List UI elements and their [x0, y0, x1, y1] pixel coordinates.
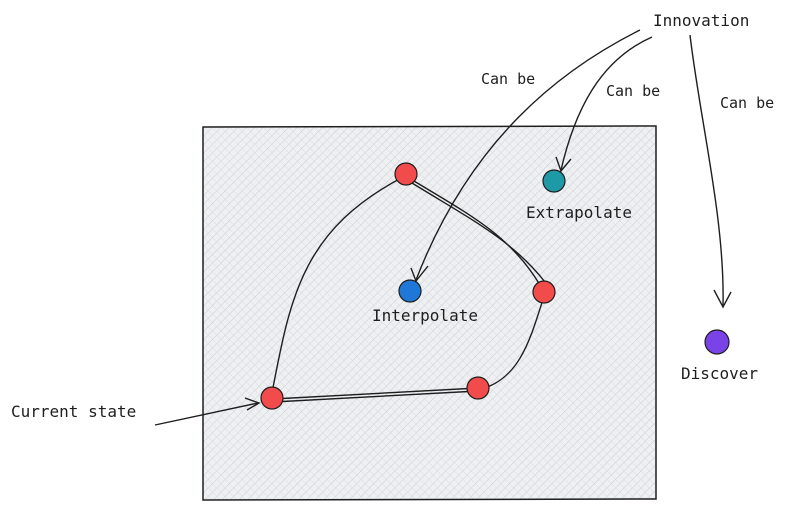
can-be-label-discover: Can be: [720, 94, 774, 112]
arrow-to-interpolate: [415, 29, 641, 281]
interpolate-label: Interpolate: [372, 306, 478, 325]
arrow-to-extrapolate: [560, 36, 653, 171]
interpolate-point: [398, 279, 422, 303]
current-state-point: [260, 386, 284, 410]
innovation-label: Innovation: [653, 11, 749, 30]
can-be-label-interpolate: Can be: [481, 70, 535, 88]
known-space-area: [202, 125, 657, 501]
current-state-arrow: [154, 397, 261, 426]
known-point: [466, 376, 490, 400]
can-be-label-extrapolate: Can be: [606, 82, 660, 100]
extrapolate-point: [542, 169, 566, 193]
discover-label: Discover: [681, 364, 758, 383]
state-path: [270, 175, 546, 403]
known-point: [532, 280, 556, 304]
innovation-arrows: [410, 29, 732, 309]
current-state-label: Current state: [11, 402, 136, 421]
discover-point: [704, 329, 730, 355]
known-point: [394, 162, 418, 186]
arrow-to-discover: [689, 34, 724, 306]
extrapolate-label: Extrapolate: [526, 203, 632, 222]
